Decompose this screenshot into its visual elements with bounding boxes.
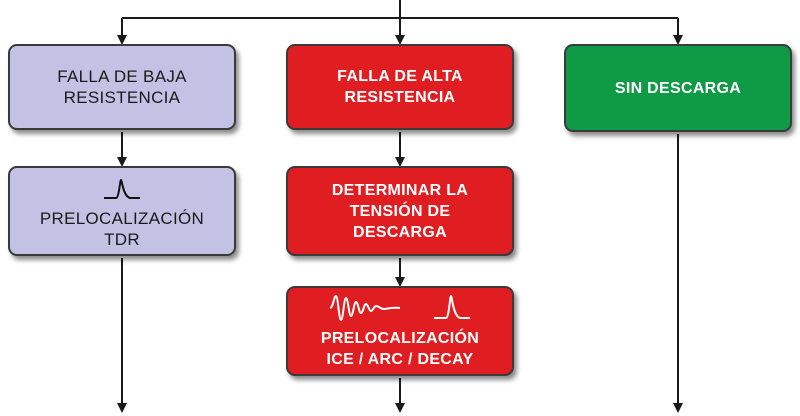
no-discharge-label: SIN DESCARGA <box>614 79 742 97</box>
discharge-voltage-label: DETERMINAR LA TENSIÓN DE DESCARGA <box>331 181 469 241</box>
tdr-pulse-icon <box>104 178 140 199</box>
tdr-prelocation-label: PRELOCALIZACIÓN TDR <box>39 209 205 249</box>
oscillation-wave-icon <box>329 294 401 322</box>
ice-waveform-icons <box>328 292 472 322</box>
low-resistance-fault-box: FALLA DE BAJA RESISTENCIA <box>8 44 236 130</box>
high-resistance-fault-label: FALLA DE ALTA RESISTENCIA <box>337 68 463 106</box>
no-discharge-box: SIN DESCARGA <box>564 44 792 132</box>
ice-arc-decay-label: PRELOCALIZACIÓN ICE / ARC / DECAY <box>320 330 480 368</box>
high-resistance-fault-box: FALLA DE ALTA RESISTENCIA <box>286 44 514 130</box>
low-resistance-fault-label: FALLA DE BAJA RESISTENCIA <box>57 67 187 107</box>
tdr-prelocation-box: PRELOCALIZACIÓN TDR <box>8 166 236 256</box>
ice-arc-decay-box: PRELOCALIZACIÓN ICE / ARC / DECAY <box>286 286 514 376</box>
decay-pulse-icon <box>434 294 470 319</box>
discharge-voltage-box: DETERMINAR LA TENSIÓN DE DESCARGA <box>286 166 514 256</box>
